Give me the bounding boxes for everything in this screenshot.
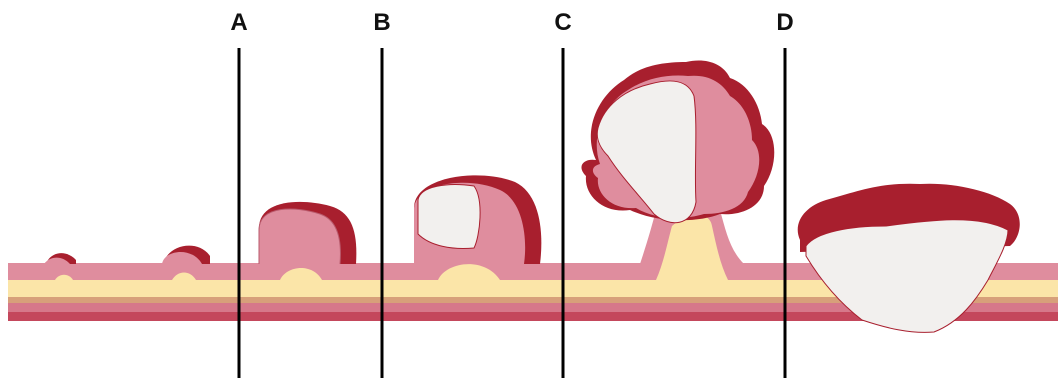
stage-divider-c: C (554, 9, 571, 378)
stage-divider-a: A (230, 9, 247, 378)
stage-label-c: C (554, 9, 571, 36)
stage-divider-b: B (373, 9, 390, 378)
stage-label-a: A (230, 9, 247, 36)
stage-label-b: B (373, 9, 390, 36)
stage-label-d: D (776, 9, 793, 36)
white-core-stage-b (418, 185, 480, 249)
stage-divider-d: D (776, 9, 793, 378)
polyp-stage-c (581, 61, 774, 280)
